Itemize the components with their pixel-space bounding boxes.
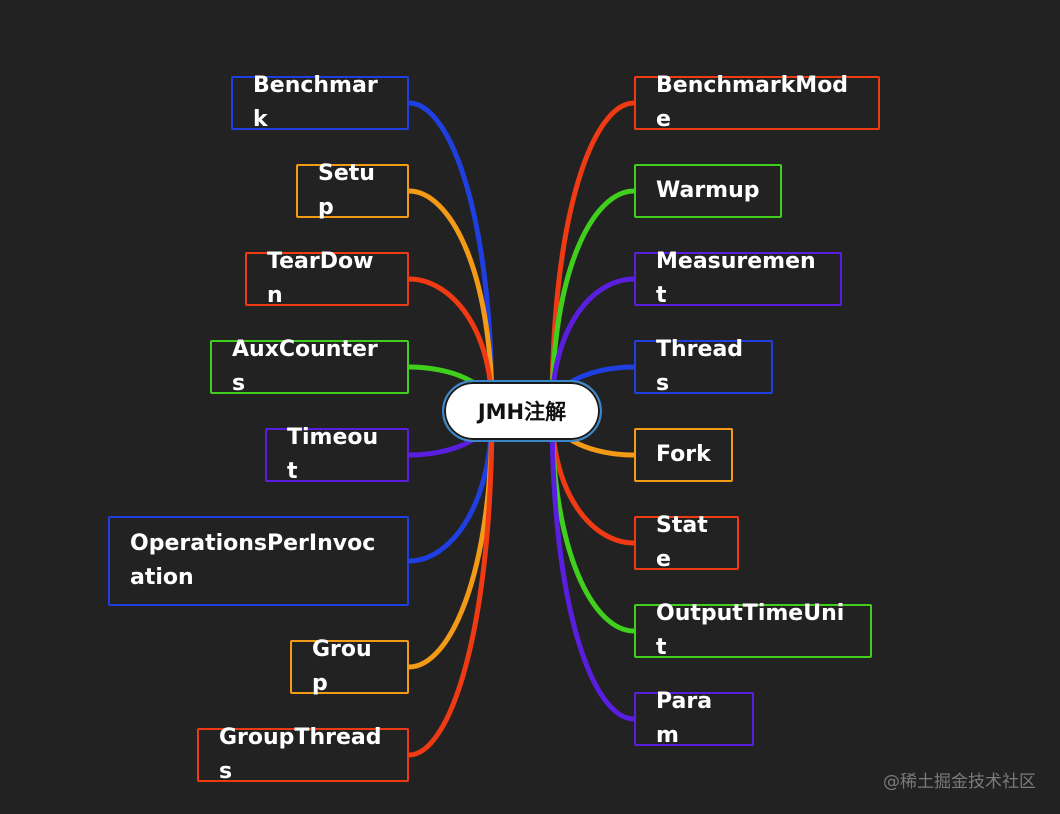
right-node-outputtimeunit[interactable]: OutputTimeUnit: [634, 601, 872, 660]
root-node[interactable]: JMH注解: [442, 380, 602, 442]
right-node-benchmarkmode[interactable]: BenchmarkMode: [634, 73, 880, 132]
left-node-groupthreads[interactable]: GroupThreads: [197, 725, 409, 784]
left-node-group[interactable]: Group: [290, 637, 409, 696]
watermark: @稀土掘金技术社区: [883, 772, 1036, 792]
left-connector-groupthreads: [406, 408, 495, 758]
right-node-param[interactable]: Param: [634, 689, 754, 748]
left-node-benchmark[interactable]: Benchmark: [231, 73, 409, 132]
left-node-auxcounters[interactable]: AuxCounters: [210, 337, 409, 396]
left-node-operationsperinvocation[interactable]: OperationsPerInvocation: [108, 516, 409, 606]
right-connector-outputtimeunit: [549, 408, 637, 634]
right-node-measurement[interactable]: Measurement: [634, 249, 842, 308]
left-node-setup[interactable]: Setup: [296, 161, 409, 220]
left-node-timeout[interactable]: Timeout: [265, 425, 409, 484]
right-node-threads[interactable]: Threads: [634, 337, 773, 396]
right-node-fork[interactable]: Fork: [634, 428, 733, 482]
right-connector-param: [549, 408, 637, 722]
right-connector-warmup: [549, 188, 637, 414]
right-connector-benchmarkmode: [549, 100, 637, 414]
left-connector-setup: [406, 188, 495, 414]
left-connector-benchmark: [406, 100, 495, 414]
left-node-teardown[interactable]: TearDown: [245, 249, 409, 308]
right-node-warmup[interactable]: Warmup: [634, 164, 782, 218]
right-node-state[interactable]: State: [634, 513, 739, 572]
